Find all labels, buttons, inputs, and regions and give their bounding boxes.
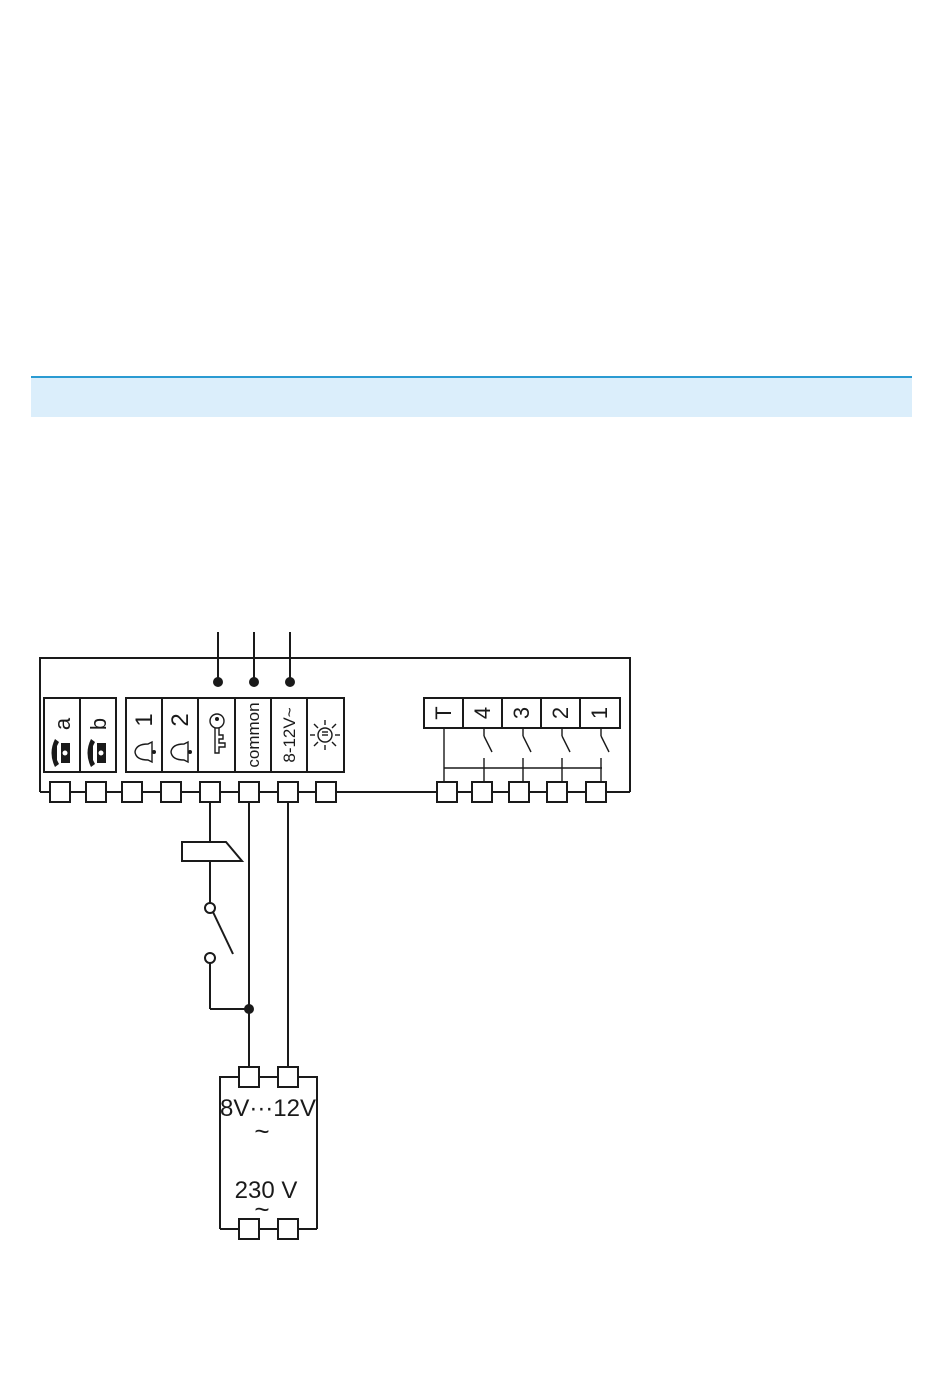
- terminal-block: [278, 782, 298, 802]
- transformer-secondary-ac: ~: [254, 1116, 269, 1146]
- supply-wires: [244, 802, 288, 1067]
- terminal-label-4: 4: [470, 707, 495, 719]
- terminal-block: [316, 782, 336, 802]
- terminal-block: [586, 782, 606, 802]
- junction-dot: [285, 677, 295, 687]
- terminal-block: [200, 782, 220, 802]
- terminal-block: [50, 782, 70, 802]
- junction-dot: [213, 677, 223, 687]
- transformer-primary-ac: ~: [254, 1194, 269, 1224]
- terminal-label-3: 3: [509, 707, 534, 719]
- transformer: 8V···12V ~ 230 V ~: [220, 1067, 317, 1239]
- push-switch: [213, 912, 233, 954]
- terminal-block: [122, 782, 142, 802]
- switch-network: [444, 728, 609, 782]
- terminal-label-b: b: [86, 718, 111, 730]
- junction-dot: [244, 1004, 254, 1014]
- terminal-label-supply: 8-12V~: [280, 707, 299, 762]
- terminal-label-t: T: [431, 706, 456, 719]
- junction-dot: [249, 677, 259, 687]
- terminal-block: [239, 1067, 259, 1087]
- incoming-wires: [213, 632, 295, 687]
- door-opener-circuit: [182, 802, 249, 1009]
- door-opener-coil: [182, 842, 242, 861]
- light-bulb-icon: [310, 720, 340, 750]
- terminal-block: [472, 782, 492, 802]
- switch-contact: [205, 953, 215, 963]
- terminal-label-bell-1: 1: [131, 713, 158, 726]
- switch-contact: [205, 903, 215, 913]
- terminal-block: [239, 782, 259, 802]
- terminal-label-common: common: [244, 702, 263, 767]
- terminal-block: [437, 782, 457, 802]
- terminal-block: [86, 782, 106, 802]
- terminal-label-2: 2: [548, 707, 573, 719]
- terminal-block: [547, 782, 567, 802]
- terminal-block: [278, 1219, 298, 1239]
- terminal-block: [509, 782, 529, 802]
- terminal-label-a: a: [50, 717, 75, 730]
- terminal-block: [161, 782, 181, 802]
- terminal-label-bell-2: 2: [167, 713, 194, 726]
- terminal-block: [278, 1067, 298, 1087]
- terminal-label-1: 1: [587, 707, 612, 719]
